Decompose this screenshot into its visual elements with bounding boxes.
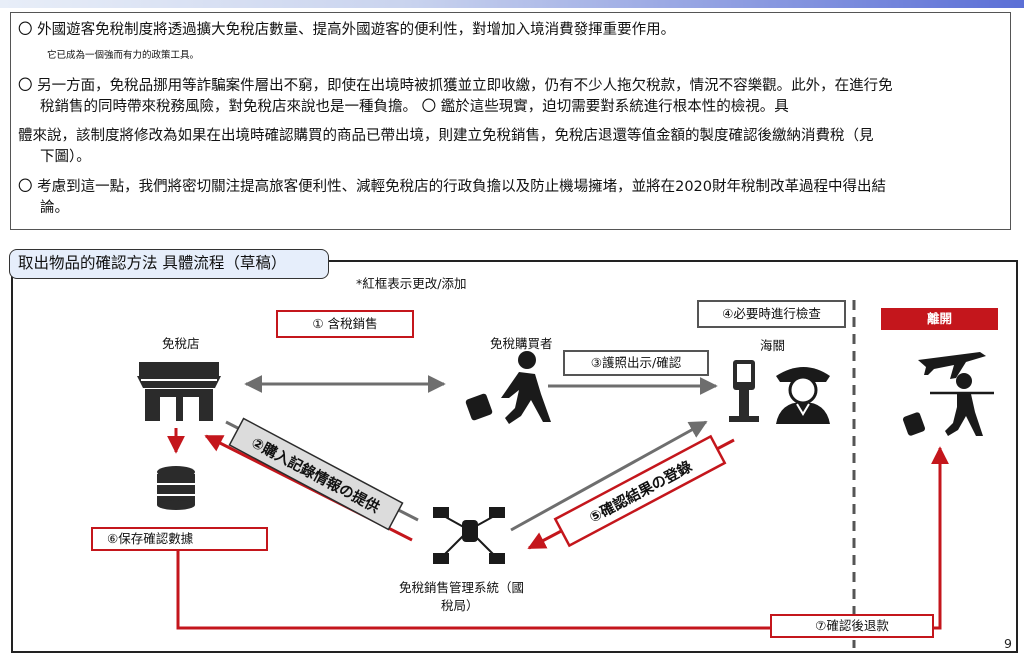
step-6-label: ⑥保存確認數據 xyxy=(107,531,194,546)
refund-path-arrow xyxy=(176,446,949,630)
step-4-label: ④必要時進行檢查 xyxy=(722,306,821,321)
airplane-icon xyxy=(918,352,986,379)
departing-traveler-icon xyxy=(902,373,994,436)
system-label-line2: 稅局） xyxy=(441,598,479,613)
step-2-band: ②購入記錄情報の提供 xyxy=(228,417,404,531)
step-1-box: ① 含稅銷售 xyxy=(276,310,414,338)
step-3-box: ③護照出示/確認 xyxy=(563,350,709,376)
step-2-label: ②購入記錄情報の提供 xyxy=(248,433,383,516)
paragraph-3-line2: 下圖）。 xyxy=(40,149,91,165)
store-label: 免稅店 xyxy=(162,336,200,351)
leave-badge: 離開 xyxy=(881,308,998,330)
paragraph-4-line1: 〇 考慮到這一點，我們將密切關注提高旅客便利性、減輕免稅店的行政負擔以及防止機場… xyxy=(18,179,887,195)
system-to-customs-arrow xyxy=(510,420,708,532)
summary-text-box: 〇 外國遊客免稅制度將透過擴大免稅店數量、提高外國遊客的便利性，對增加入境消費發… xyxy=(10,12,1011,230)
step-3-label: ③護照出示/確認 xyxy=(590,355,682,370)
paragraph-1: 〇 外國遊客免稅制度將透過擴大免稅店數量、提高外國遊客的便利性，對增加入境消費發… xyxy=(18,22,676,38)
network-server-icon xyxy=(433,507,505,564)
store-icon xyxy=(137,362,221,421)
buyer-label: 免稅購買者 xyxy=(490,336,553,351)
system-label-line1: 免稅銷售管理系統（國 xyxy=(399,580,525,595)
step-7-box: ⑦確認後退款 xyxy=(770,614,934,638)
customs-officer-icon xyxy=(776,367,830,424)
step-5-label: ⑤確認結果の登錄 xyxy=(586,457,695,527)
database-icon xyxy=(157,466,195,510)
traveler-icon xyxy=(465,351,551,424)
paragraph-4-line2: 論。 xyxy=(40,200,69,216)
step-1-label: ① 含稅銷售 xyxy=(312,316,378,331)
paragraph-1-note: 它已成為一個強而有力的政策工具。 xyxy=(47,50,200,61)
change-note: *紅框表示更改/添加 xyxy=(356,276,467,291)
page-number: 9 xyxy=(1004,636,1012,651)
top-gradient-bar xyxy=(0,0,1024,8)
customs-label: 海關 xyxy=(760,338,786,353)
kiosk-icon xyxy=(729,360,759,422)
paragraph-2-line1: 〇 另一方面，免稅品挪用等詐騙案件層出不窮，即使在出境時被抓獲並立即收繳，仍有不… xyxy=(18,78,893,94)
flow-title: 取出物品的確認方法 具體流程（草稿） xyxy=(9,249,329,279)
step-4-box: ④必要時進行檢查 xyxy=(697,300,846,328)
step-7-label: ⑦確認後退款 xyxy=(815,618,889,633)
paragraph-2-line2: 稅銷售的同時帶來稅務風險，對免稅店來說也是一種負擔。 〇 鑑於這些現實，迫切需要… xyxy=(40,99,789,115)
step-6-box: ⑥保存確認數據 xyxy=(91,527,268,551)
paragraph-3-line1: 體來說，該制度將修改為如果在出境時確認購買的商品已帶出境，則建立免稅銷售，免稅店… xyxy=(18,128,874,144)
